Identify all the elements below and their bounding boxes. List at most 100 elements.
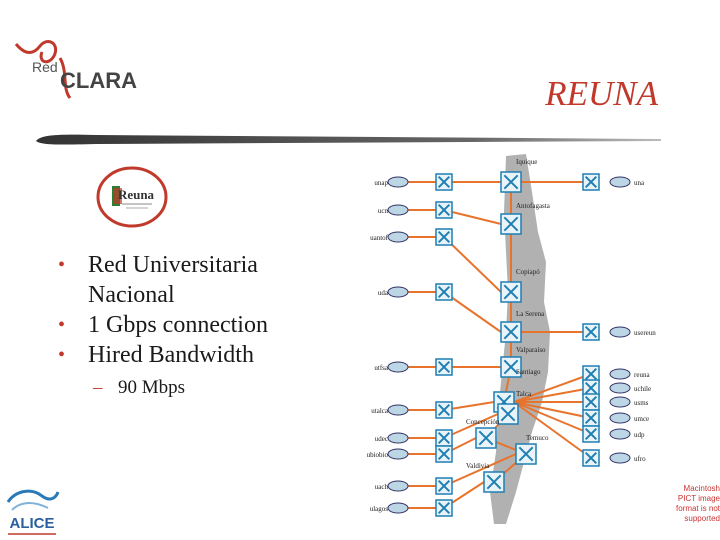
switch-node	[582, 393, 600, 411]
switch-node	[500, 321, 522, 343]
router-node	[609, 396, 631, 408]
router-node	[387, 231, 409, 243]
left-node-label: uach	[375, 483, 389, 491]
alice-logo-text: ALICE	[10, 515, 55, 532]
city-label: Concepción	[466, 418, 500, 426]
router-node	[387, 480, 409, 492]
title-divider	[36, 134, 661, 145]
router-node	[387, 404, 409, 416]
right-node-label: usereun	[634, 329, 656, 337]
switch-node	[435, 477, 453, 495]
router-node	[387, 176, 409, 188]
left-node-label: udec	[375, 435, 388, 443]
switch-node	[582, 425, 600, 443]
city-label: Temuco	[526, 434, 549, 442]
switch-node	[435, 445, 453, 463]
router-node	[609, 412, 631, 424]
bullet-list: • Red Universitaria Nacional • 1 Gbps co…	[58, 250, 338, 400]
switch-node	[435, 283, 453, 301]
city-label: Valparaíso	[516, 346, 546, 354]
switch-node	[500, 356, 522, 378]
reuna-network-map: unapucnuantofudautfsautalcaudecubiobioua…	[367, 154, 656, 524]
network-link	[443, 209, 502, 225]
city-label: Santiago	[516, 368, 541, 376]
city-label: Talca	[516, 390, 532, 398]
sub-bullet-text: 90 Mbps	[118, 377, 186, 398]
bullet-item: • Hired Bandwidth	[58, 340, 338, 370]
right-node-label: uchile	[634, 385, 651, 393]
router-node	[609, 382, 631, 394]
switch-node	[435, 201, 453, 219]
bullet-text: Red Universitaria	[88, 252, 258, 278]
switch-node	[435, 173, 453, 191]
alice-logo: ALICE	[6, 489, 60, 535]
left-node-label: ulagos	[370, 505, 389, 513]
router-node	[387, 361, 409, 373]
switch-node	[582, 323, 600, 341]
right-node-label: usms	[634, 399, 649, 407]
network-link	[513, 401, 592, 435]
right-node-label: ufro	[634, 455, 646, 463]
switch-node	[497, 403, 519, 425]
switch-node	[582, 449, 600, 467]
right-node-label: una	[634, 179, 645, 187]
router-node	[609, 428, 631, 440]
switch-node	[500, 281, 522, 303]
network-link	[443, 291, 502, 333]
bullet-text: 1 Gbps connection	[88, 312, 268, 338]
city-label: Iquique	[516, 158, 537, 166]
router-node	[609, 368, 631, 380]
switch-node	[515, 443, 537, 465]
sub-bullet-marker: –	[93, 377, 103, 398]
left-node-label: unap	[374, 179, 388, 187]
city-label: Copiapó	[516, 268, 540, 276]
city-label: Valdivia	[466, 462, 490, 470]
svg-text:CLARA: CLARA	[60, 68, 137, 93]
left-node-label: ubiobio	[367, 451, 389, 459]
right-node-label: udp	[634, 431, 645, 439]
router-node	[387, 448, 409, 460]
bullet-marker: •	[58, 314, 66, 336]
network-link	[513, 401, 592, 419]
network-link	[513, 401, 592, 459]
switch-node	[435, 499, 453, 517]
switch-node	[435, 358, 453, 376]
bullet-item: • Red Universitaria Nacional	[58, 250, 338, 310]
right-node-label: reuna	[634, 371, 650, 379]
router-node	[387, 204, 409, 216]
reuna-logo: Reuna	[96, 166, 168, 228]
switch-node	[483, 471, 505, 493]
city-label: La Serena	[516, 310, 545, 318]
router-node	[609, 452, 631, 464]
bullet-item: • 1 Gbps connection	[58, 310, 338, 340]
network-link	[513, 387, 592, 403]
network-link	[513, 373, 592, 403]
network-link	[443, 413, 499, 439]
switch-node	[500, 213, 522, 235]
left-node-label: utfsa	[374, 364, 389, 372]
router-node	[387, 432, 409, 444]
switch-node	[435, 228, 453, 246]
redclara-logo: Red CLARA	[14, 40, 137, 99]
bullet-text-continued: Nacional	[88, 282, 175, 308]
slide-title: REUNA	[545, 74, 658, 113]
switch-node	[500, 171, 522, 193]
switch-node	[475, 427, 497, 449]
unsupported-image-note: Macintosh PICT image format is not suppo…	[675, 484, 720, 523]
router-node	[387, 502, 409, 514]
left-node-label: ucn	[378, 207, 389, 215]
left-node-label: uda	[378, 289, 389, 297]
switch-node	[582, 173, 600, 191]
logo-text: Red	[32, 59, 58, 75]
switch-node	[582, 409, 600, 427]
switch-node	[582, 365, 600, 383]
switch-node	[435, 401, 453, 419]
left-node-label: utalca	[371, 407, 389, 415]
network-link	[443, 236, 502, 293]
city-label: Antofagasta	[516, 202, 551, 210]
bullet-marker: •	[58, 344, 66, 366]
network-link	[443, 453, 517, 487]
sub-bullet-item: – 90 Mbps	[58, 376, 338, 400]
bullet-marker: •	[58, 254, 66, 276]
router-node	[609, 326, 631, 338]
